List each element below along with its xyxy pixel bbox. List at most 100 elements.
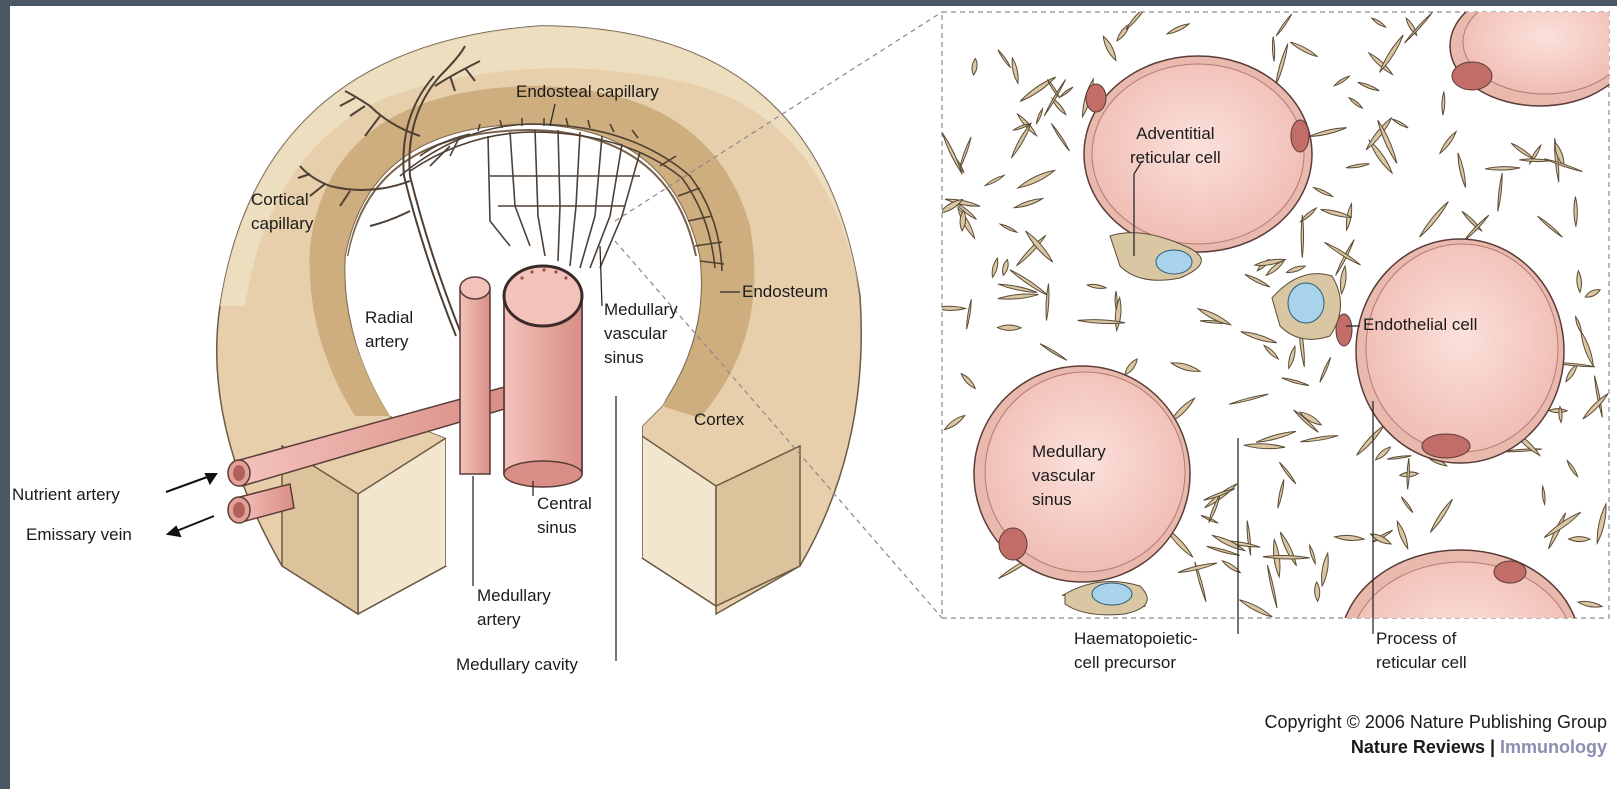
reticular-process	[1125, 359, 1137, 375]
label-adventitial-reticular-cell: Adventitial reticular cell	[1130, 122, 1221, 170]
marrow-zoom	[935, 6, 1617, 742]
reticular-process	[1280, 532, 1296, 566]
reticular-process	[1320, 209, 1351, 217]
reticular-process	[1380, 35, 1404, 72]
label-endothelial-cell: Endothelial cell	[1363, 313, 1477, 337]
reticular-process	[1244, 444, 1285, 449]
label-nutrient-artery: Nutrient artery	[12, 483, 120, 507]
reticular-process	[1287, 266, 1306, 272]
label-emissary-vein: Emissary vein	[26, 523, 132, 547]
label-endosteal-capillary: Endosteal capillary	[516, 80, 659, 104]
reticular-process	[1126, 6, 1146, 29]
journal-name: Nature Reviews	[1351, 737, 1485, 757]
reticular-process	[1498, 173, 1502, 211]
reticular-process	[1549, 409, 1567, 413]
reticular-process	[1569, 537, 1590, 542]
reticular-process	[1014, 199, 1042, 208]
reticular-process	[1594, 376, 1602, 418]
reticular-process	[998, 50, 1011, 68]
reticular-process	[1051, 124, 1069, 151]
label-medullary-vascular-sinus-zoom: Medullary vascular sinus	[1032, 440, 1106, 512]
reticular-process	[1167, 24, 1189, 34]
reticular-process	[1440, 132, 1456, 154]
reticular-process	[1358, 82, 1379, 90]
reticular-process	[1103, 36, 1116, 60]
reticular-process	[1026, 231, 1053, 262]
reticular-process	[1585, 290, 1600, 298]
label-medullary-vascular-sinus: Medullary vascular sinus	[604, 298, 678, 370]
reticular-process	[1267, 565, 1277, 608]
reticular-process	[1264, 345, 1278, 359]
reticular-process	[1401, 497, 1412, 513]
reticular-process	[1047, 79, 1059, 97]
reticular-process	[961, 374, 975, 389]
reticular-process	[1542, 486, 1545, 504]
label-cortex: Cortex	[694, 408, 744, 432]
reticular-process	[1511, 143, 1533, 159]
reticular-process	[1060, 87, 1073, 97]
reticular-process	[1279, 462, 1295, 484]
reticular-process	[1349, 98, 1362, 108]
reticular-process	[1310, 545, 1316, 563]
reticular-process	[972, 58, 977, 75]
reticular-process	[1239, 600, 1272, 617]
journal-section: Immunology	[1500, 737, 1607, 757]
reticular-process	[1357, 425, 1385, 455]
reticular-process	[1012, 58, 1018, 83]
reticular-process	[985, 175, 1004, 185]
reticular-process	[1583, 394, 1608, 419]
reticular-process	[959, 137, 971, 169]
label-process-of-reticular-cell: Process of reticular cell	[1376, 627, 1467, 675]
journal-separator: |	[1485, 737, 1500, 757]
reticular-process	[1407, 458, 1409, 489]
label-central-sinus: Central sinus	[537, 492, 592, 540]
reticular-process	[1289, 346, 1295, 368]
reticular-process	[1040, 344, 1067, 361]
reticular-process	[967, 299, 972, 329]
reticular-process	[1442, 92, 1445, 116]
reticular-process	[992, 258, 998, 277]
reticular-process	[1263, 555, 1310, 559]
reticular-process	[1462, 211, 1482, 231]
reticular-process	[935, 306, 966, 310]
reticular-process	[1115, 291, 1117, 310]
reticular-process	[1420, 202, 1449, 238]
reticular-process	[1322, 553, 1329, 586]
reticular-process	[1340, 266, 1346, 294]
reticular-process	[1241, 332, 1277, 343]
reticular-process	[1003, 260, 1009, 276]
reticular-process	[1576, 317, 1582, 333]
reticular-process	[1577, 271, 1582, 293]
reticular-process	[1278, 479, 1284, 508]
sinus-right	[1336, 239, 1564, 463]
reticular-process	[1537, 216, 1562, 237]
reticular-process	[1020, 77, 1055, 101]
reticular-process	[1018, 170, 1055, 187]
label-medullary-artery: Medullary artery	[477, 584, 551, 632]
reticular-process	[1387, 456, 1411, 459]
label-endosteum: Endosteum	[742, 280, 828, 304]
label-medullary-cavity: Medullary cavity	[456, 653, 578, 677]
figure-canvas: Endosteal capillary Cortical capillary R…	[10, 6, 1617, 789]
central-sinus-top	[504, 266, 582, 326]
reticular-process	[1300, 436, 1338, 442]
reticular-process	[1046, 284, 1049, 321]
reticular-process	[1314, 187, 1333, 196]
flow-arrows	[166, 474, 216, 536]
reticular-process	[1392, 119, 1408, 128]
reticular-process	[1256, 431, 1296, 442]
reticular-process	[1567, 461, 1577, 477]
reticular-process	[998, 294, 1039, 299]
reticular-process	[1578, 601, 1602, 607]
reticular-process	[1036, 109, 1042, 124]
reticular-process	[1309, 128, 1347, 137]
reticular-process	[944, 415, 964, 429]
sinus-corner-top	[1450, 6, 1617, 106]
label-radial-artery: Radial artery	[365, 306, 413, 354]
reticular-process	[942, 133, 962, 175]
reticular-process	[1247, 521, 1251, 556]
reticular-process	[1404, 12, 1432, 43]
reticular-process	[1272, 37, 1274, 62]
reticular-process	[1229, 394, 1269, 404]
reticular-process	[1315, 582, 1320, 601]
